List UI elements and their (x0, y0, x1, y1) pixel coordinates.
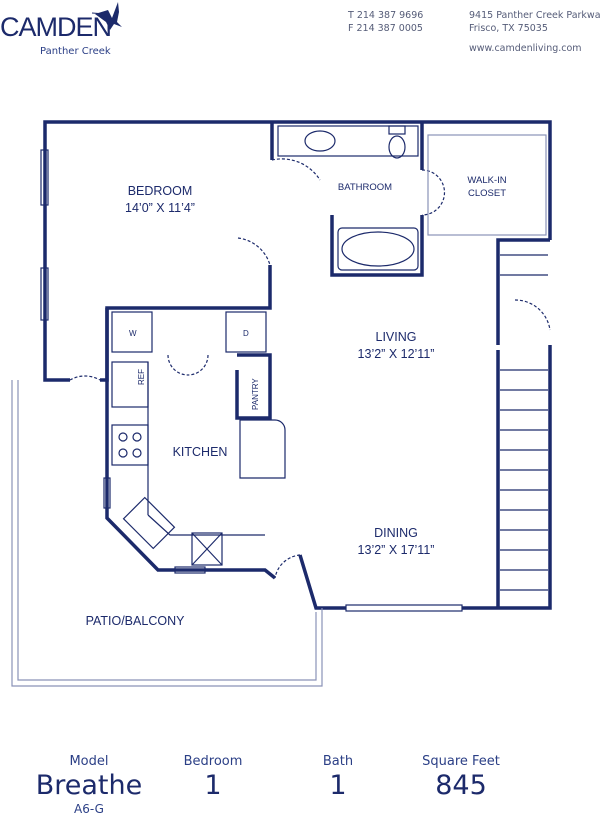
closet-name-1: WALK-IN (467, 175, 507, 186)
patio-railing (11, 380, 323, 687)
window-kitchen (174, 566, 206, 574)
brand-logo: CAMDEN (0, 12, 112, 42)
sqft-label: Square Feet (422, 754, 500, 769)
kitchen-island (239, 419, 286, 479)
wall-bedroom-bottom (100, 265, 272, 382)
bedroom-name: BEDROOM (127, 184, 193, 198)
kitchen-name: KITCHEN (172, 445, 228, 459)
community-name: Panther Creek (40, 46, 111, 57)
dining-size: 13’2” X 17’11” (357, 543, 435, 557)
sqft-value: 845 (435, 770, 487, 801)
sink-icon (304, 130, 336, 152)
closet-shelf (427, 134, 547, 236)
bathroom-name: BATHROOM (337, 182, 393, 193)
kitchen-sink (122, 496, 176, 550)
window-dining (345, 604, 463, 612)
door-patio (274, 554, 301, 579)
model-value: Breathe (35, 770, 143, 801)
floor-plan: W D REF PANTRY (11, 120, 552, 687)
dishwasher (191, 532, 223, 566)
ref-label: REF (137, 369, 146, 385)
wall-stairs-top (496, 238, 550, 345)
bath-label: Bath (322, 754, 354, 769)
phone: T 214 387 9696 (348, 10, 424, 21)
fax: F 214 387 0005 (348, 23, 423, 34)
bedroom-value: 1 (204, 770, 222, 801)
wall-kitchen (105, 308, 277, 580)
patio-name: PATIO/BALCONY (85, 614, 185, 628)
wall-bath-low (330, 215, 424, 277)
washer-label: W (129, 329, 137, 338)
wall-dining-bottom (298, 554, 346, 610)
website[interactable]: www.camdenliving.com (469, 43, 582, 54)
stairs (500, 254, 548, 591)
door-closet (421, 169, 446, 216)
door-stairs (514, 299, 551, 331)
door-laundry (167, 354, 209, 376)
wall-right (462, 345, 552, 610)
door-bathroom (271, 158, 321, 181)
pantry-label: PANTRY (251, 378, 260, 410)
wall-bedroom (43, 120, 552, 382)
dryer-label: D (243, 329, 249, 338)
door-bedroom (69, 375, 101, 381)
window-bedroom-2 (40, 267, 49, 321)
bedroom-size: 14’0” X 11’4” (125, 201, 195, 215)
washer (111, 311, 153, 353)
window-bedroom-1 (40, 149, 49, 206)
living-size: 13’2” X 12’11” (357, 347, 435, 361)
hummingbird-icon (91, 2, 122, 30)
bedroom-label: Bedroom (183, 754, 243, 769)
door-bedroom-living (237, 237, 271, 266)
living-name: LIVING (375, 330, 417, 344)
dining-name: DINING (374, 526, 418, 540)
bath-vanity (277, 125, 419, 157)
stove (111, 424, 149, 466)
bath-value: 1 (329, 770, 347, 801)
address-line1: 9415 Panther Creek Parkway (469, 10, 600, 21)
bathtub (337, 227, 419, 271)
model-code: A6-G (74, 802, 104, 816)
address-line2: Frisco, TX 75035 (469, 23, 548, 34)
closet-name-2: CLOSET (467, 188, 506, 199)
toilet-icon (388, 135, 406, 159)
wall-pantry (235, 353, 272, 420)
dryer (225, 311, 267, 353)
model-label: Model (69, 754, 109, 769)
window-kitchen-side (103, 477, 111, 509)
